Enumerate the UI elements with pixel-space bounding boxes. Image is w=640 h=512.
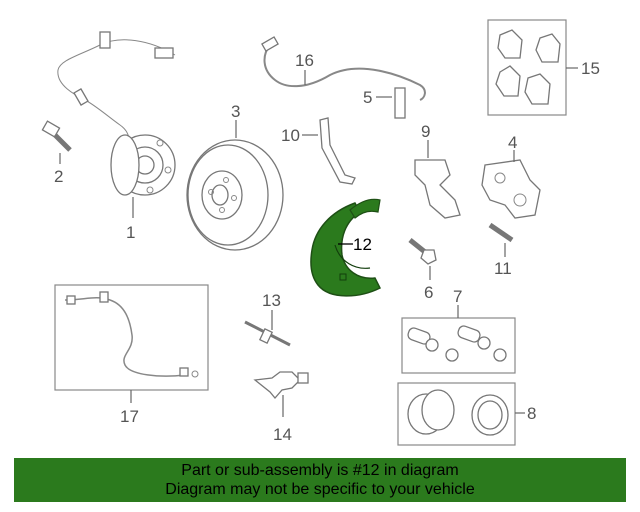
callout-4: 4 bbox=[508, 133, 517, 152]
callout-2: 2 bbox=[54, 167, 63, 186]
part-16-brake-hose[interactable]: 16 bbox=[261, 36, 426, 101]
part-11-guide-pin[interactable]: 11 bbox=[488, 222, 514, 278]
callout-17: 17 bbox=[120, 407, 139, 426]
part-12-dust-shield[interactable]: 12 bbox=[310, 198, 382, 297]
callout-15: 15 bbox=[581, 59, 600, 78]
callout-14: 14 bbox=[273, 425, 292, 444]
banner-line-2: Diagram may not be specific to your vehi… bbox=[165, 481, 475, 498]
part-2-bolt[interactable]: 2 bbox=[41, 120, 72, 186]
banner-line-1: Part or sub-assembly is #12 in diagram bbox=[181, 462, 459, 479]
callout-3: 3 bbox=[231, 102, 240, 121]
part-15-brake-pads[interactable]: 15 bbox=[487, 19, 600, 116]
callout-7: 7 bbox=[453, 287, 462, 306]
callout-13: 13 bbox=[262, 291, 281, 310]
callout-10: 10 bbox=[281, 126, 300, 145]
callout-9: 9 bbox=[421, 122, 430, 141]
part-9-caliper-bracket[interactable]: 9 bbox=[414, 122, 461, 219]
part-17-sensor-harness[interactable]: 17 bbox=[54, 284, 209, 426]
callout-12: 12 bbox=[353, 235, 372, 254]
callout-5: 5 bbox=[363, 88, 372, 107]
part-7-seal-kit[interactable]: 7 bbox=[401, 287, 516, 374]
callout-11: 11 bbox=[494, 259, 512, 278]
part-8-piston[interactable]: 8 bbox=[397, 382, 536, 446]
callout-1: 1 bbox=[126, 223, 135, 242]
info-banner: Part or sub-assembly is #12 in diagram D… bbox=[14, 458, 626, 502]
part-14-sensor[interactable]: 14 bbox=[253, 371, 309, 444]
part-10-clip[interactable]: 10 bbox=[281, 117, 356, 185]
part-5-bleeder[interactable]: 5 bbox=[363, 87, 406, 119]
callout-16: 16 bbox=[295, 51, 314, 70]
part-4-caliper[interactable]: 4 bbox=[481, 133, 541, 219]
part-6-bolt[interactable]: 6 bbox=[408, 238, 437, 302]
part-3-brake-rotor[interactable]: 3 bbox=[186, 102, 284, 251]
callout-6: 6 bbox=[424, 283, 433, 302]
part-1-hub-bearing[interactable]: 1 bbox=[57, 31, 176, 242]
callout-8: 8 bbox=[527, 404, 536, 423]
part-13-pin[interactable]: 13 bbox=[244, 291, 291, 347]
